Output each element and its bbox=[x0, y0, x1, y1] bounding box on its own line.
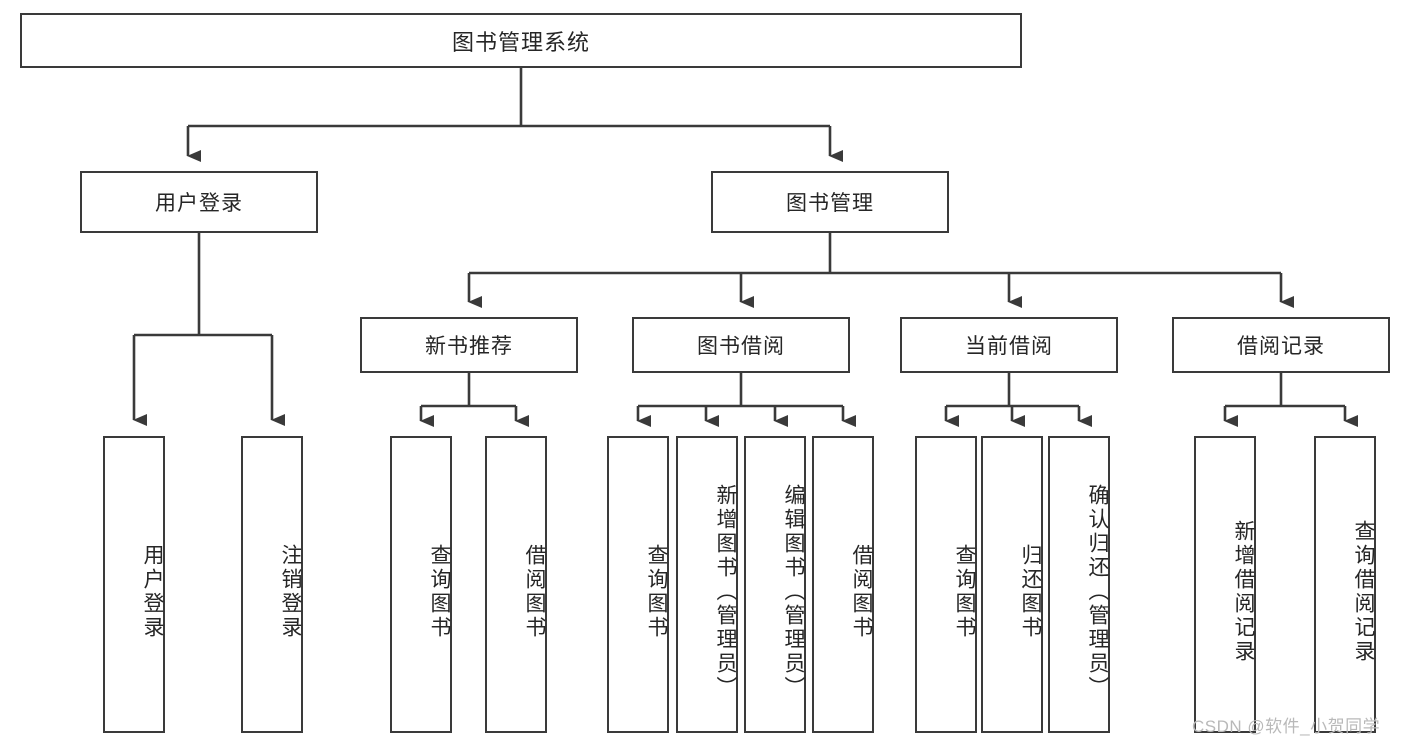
node-borrow-record[interactable]: 借阅记录 bbox=[1172, 317, 1390, 373]
node-book-management[interactable]: 图书管理 bbox=[711, 171, 949, 233]
node-root-label: 图书管理系统 bbox=[451, 29, 590, 55]
node-leaf-add-record-label: 新增借阅记录 bbox=[1232, 519, 1255, 664]
node-leaf-logout-login-label: 注销登录 bbox=[279, 543, 302, 640]
node-leaf-query-book-2-label: 查询图书 bbox=[645, 543, 668, 640]
node-leaf-add-book[interactable]: 新增图书（管理员） bbox=[676, 436, 738, 733]
node-leaf-query-record-label: 查询借阅记录 bbox=[1352, 519, 1375, 664]
node-leaf-borrow-book-1-label: 借阅图书 bbox=[523, 543, 546, 640]
node-leaf-query-book-1[interactable]: 查询图书 bbox=[390, 436, 452, 733]
node-leaf-borrow-book-2[interactable]: 借阅图书 bbox=[812, 436, 874, 733]
node-leaf-edit-book-label: 编辑图书（管理员） bbox=[782, 483, 805, 700]
node-borrow-record-label: 借阅记录 bbox=[1237, 335, 1325, 358]
node-leaf-query-book-1-label: 查询图书 bbox=[428, 543, 451, 640]
node-leaf-edit-book[interactable]: 编辑图书（管理员） bbox=[744, 436, 806, 733]
node-user-login[interactable]: 用户登录 bbox=[80, 171, 318, 233]
node-book-management-label: 图书管理 bbox=[786, 192, 874, 215]
watermark-text: CSDN @软件_小贺同学 bbox=[1192, 717, 1381, 736]
node-current-borrow[interactable]: 当前借阅 bbox=[900, 317, 1118, 373]
node-leaf-query-book-3[interactable]: 查询图书 bbox=[915, 436, 977, 733]
node-leaf-add-record[interactable]: 新增借阅记录 bbox=[1194, 436, 1256, 733]
node-leaf-confirm-return[interactable]: 确认归还（管理员） bbox=[1048, 436, 1110, 733]
node-leaf-borrow-book-1[interactable]: 借阅图书 bbox=[485, 436, 547, 733]
node-root[interactable]: 图书管理系统 bbox=[20, 13, 1022, 68]
node-leaf-query-book-2[interactable]: 查询图书 bbox=[607, 436, 669, 733]
node-leaf-query-book-3-label: 查询图书 bbox=[953, 543, 976, 640]
node-new-book-recommend[interactable]: 新书推荐 bbox=[360, 317, 578, 373]
node-current-borrow-label: 当前借阅 bbox=[965, 335, 1053, 358]
node-user-login-label: 用户登录 bbox=[155, 192, 243, 215]
node-leaf-borrow-book-2-label: 借阅图书 bbox=[850, 543, 873, 640]
node-book-borrow[interactable]: 图书借阅 bbox=[632, 317, 850, 373]
node-leaf-return-book[interactable]: 归还图书 bbox=[981, 436, 1043, 733]
node-leaf-return-book-label: 归还图书 bbox=[1019, 543, 1042, 640]
node-leaf-user-login[interactable]: 用户登录 bbox=[103, 436, 165, 733]
node-new-book-recommend-label: 新书推荐 bbox=[425, 335, 513, 358]
node-leaf-query-record[interactable]: 查询借阅记录 bbox=[1314, 436, 1376, 733]
node-leaf-confirm-return-label: 确认归还（管理员） bbox=[1086, 483, 1109, 700]
node-leaf-logout-login[interactable]: 注销登录 bbox=[241, 436, 303, 733]
node-leaf-add-book-label: 新增图书（管理员） bbox=[714, 483, 737, 700]
node-book-borrow-label: 图书借阅 bbox=[697, 335, 785, 358]
node-leaf-user-login-label: 用户登录 bbox=[141, 543, 164, 640]
